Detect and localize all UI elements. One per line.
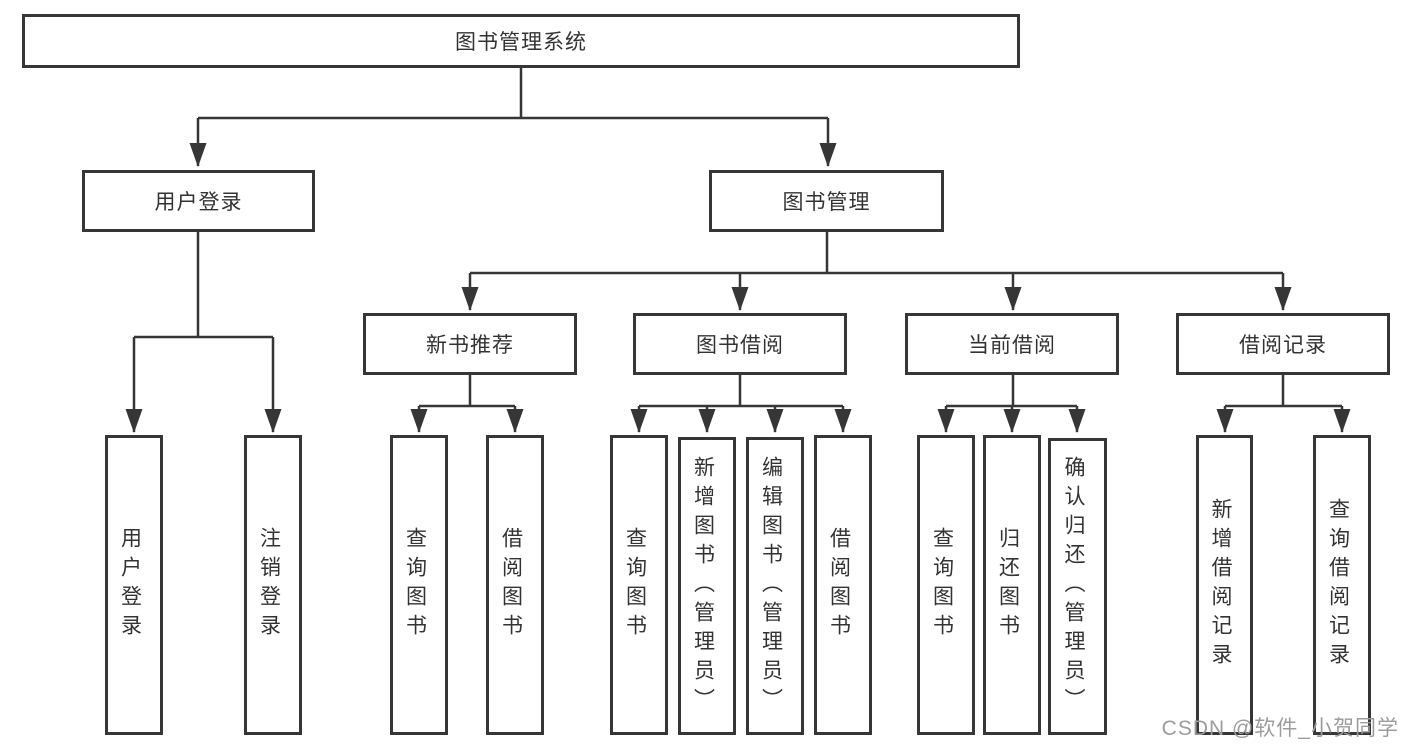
node-label: 图书借阅 [696,334,784,357]
node-label: 归还图书 [996,527,1020,643]
node-label: 图书管理 [782,191,871,214]
leaf-return-books: 归还图书 [983,435,1041,735]
node-label: 新增图书（管理员） [691,455,715,717]
leaf-confirm-return-admin: 确认归还（管理员） [1048,438,1107,735]
node-label: 用户登录 [154,191,243,214]
leaf-add-borrow-record: 新增借阅记录 [1196,435,1253,735]
node-label: 查询图书 [403,527,427,643]
node-label: 编辑图书（管理员） [759,455,783,717]
leaf-borrow-books-recommend: 借阅图书 [486,435,544,735]
leaf-query-books-borrow: 查询图书 [610,435,668,735]
node-book-borrow: 图书借阅 [633,313,847,375]
csdn-watermark: CSDN @软件_小贺同学 [1161,717,1399,740]
node-label: 查询图书 [930,527,954,643]
node-label: 注销登录 [257,527,281,643]
leaf-logout: 注销登录 [244,435,302,735]
node-borrow-records: 借阅记录 [1176,313,1390,375]
leaf-query-borrow-record: 查询借阅记录 [1313,435,1371,735]
node-label: 新书推荐 [426,334,514,357]
leaf-user-login: 用户登录 [105,435,163,735]
node-label: 借阅图书 [499,527,523,643]
node-user-login-group: 用户登录 [82,170,315,232]
node-label: 用户登录 [118,527,142,643]
node-root-library-system: 图书管理系统 [22,14,1020,68]
leaf-add-books-admin: 新增图书（管理员） [678,437,736,735]
leaf-query-books-recommend: 查询图书 [390,435,448,735]
node-current-borrow: 当前借阅 [905,313,1119,375]
node-label: 查询借阅记录 [1326,498,1350,672]
leaf-borrow-books: 借阅图书 [814,435,872,735]
node-book-management: 图书管理 [709,170,944,232]
node-label: 查询图书 [623,527,647,643]
leaf-edit-books-admin: 编辑图书（管理员） [746,437,804,735]
node-label: 图书管理系统 [455,31,587,54]
node-label: 新增借阅记录 [1209,498,1232,672]
leaf-query-books-current: 查询图书 [917,435,975,735]
node-new-book-recommend: 新书推荐 [363,313,577,375]
node-label: 当前借阅 [968,334,1056,357]
node-label: 确认归还（管理员） [1062,456,1085,717]
node-label: 借阅图书 [827,527,851,643]
node-label: 借阅记录 [1239,334,1327,357]
